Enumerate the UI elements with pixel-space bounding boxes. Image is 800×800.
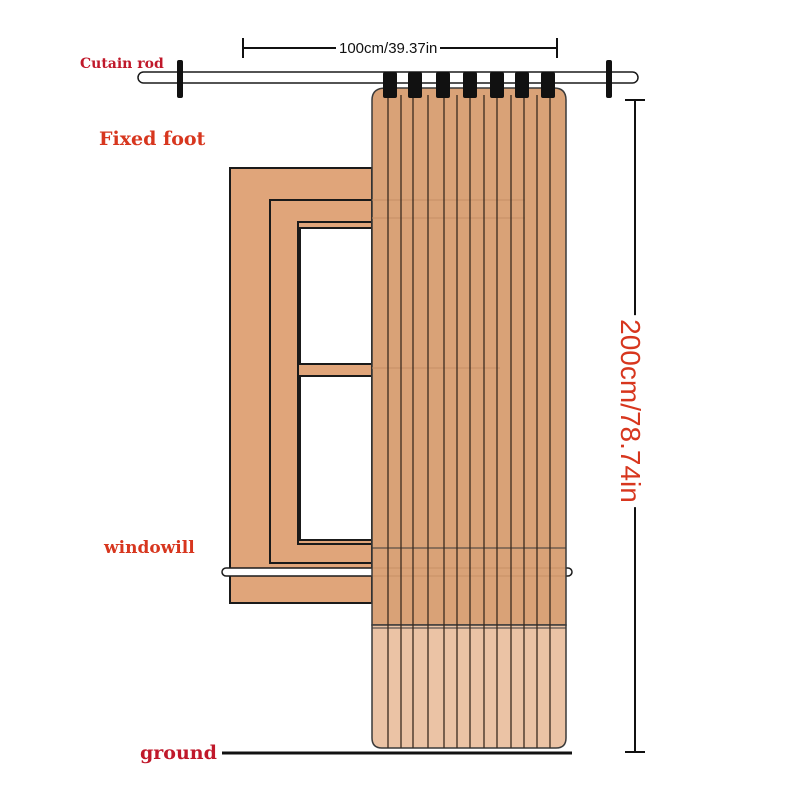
curtain-ring: [463, 72, 477, 98]
curtain-panel-lower: [371, 624, 567, 749]
fixed-foot-left: [177, 60, 183, 98]
fixed-foot-label: Fixed foot: [99, 128, 206, 150]
curtain-pleats: [387, 95, 551, 748]
curtain-rod-label: Cutain rod: [80, 56, 164, 72]
window-pane-upper: [299, 227, 373, 365]
curtain-ring: [541, 72, 555, 98]
curtain-ring: [515, 72, 529, 98]
curtain-ring: [408, 72, 422, 98]
ground-label: ground: [140, 742, 217, 764]
curtain-ring: [490, 72, 504, 98]
width-dimension-label: 100cm/39.37in: [336, 40, 441, 57]
window-pane-lower: [299, 375, 373, 541]
curtain-ring: [383, 72, 397, 98]
windowsill-label: windowill: [104, 538, 195, 558]
curtain-ring: [436, 72, 450, 98]
fixed-foot-right: [606, 60, 612, 98]
height-dimension-label: 200cm/78.74in: [614, 315, 646, 507]
curtain-rings: [383, 72, 555, 98]
